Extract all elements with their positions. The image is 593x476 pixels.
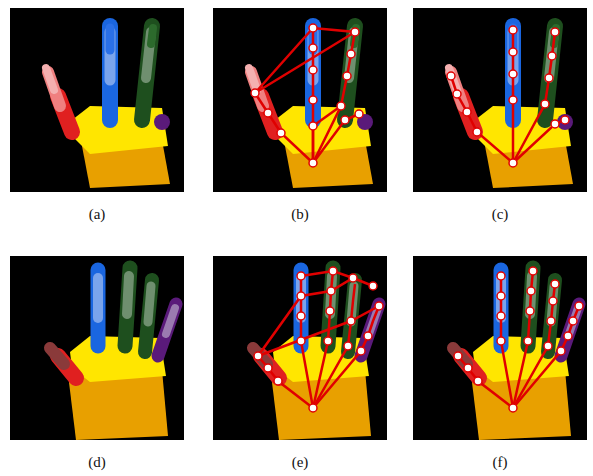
panel-label: (d) xyxy=(88,454,106,471)
panel-label: (e) xyxy=(292,454,309,471)
panel-label: (b) xyxy=(291,206,309,223)
panel-label: (f) xyxy=(493,454,508,471)
panel-label: (c) xyxy=(492,206,509,223)
panel-label: (a) xyxy=(89,206,106,223)
